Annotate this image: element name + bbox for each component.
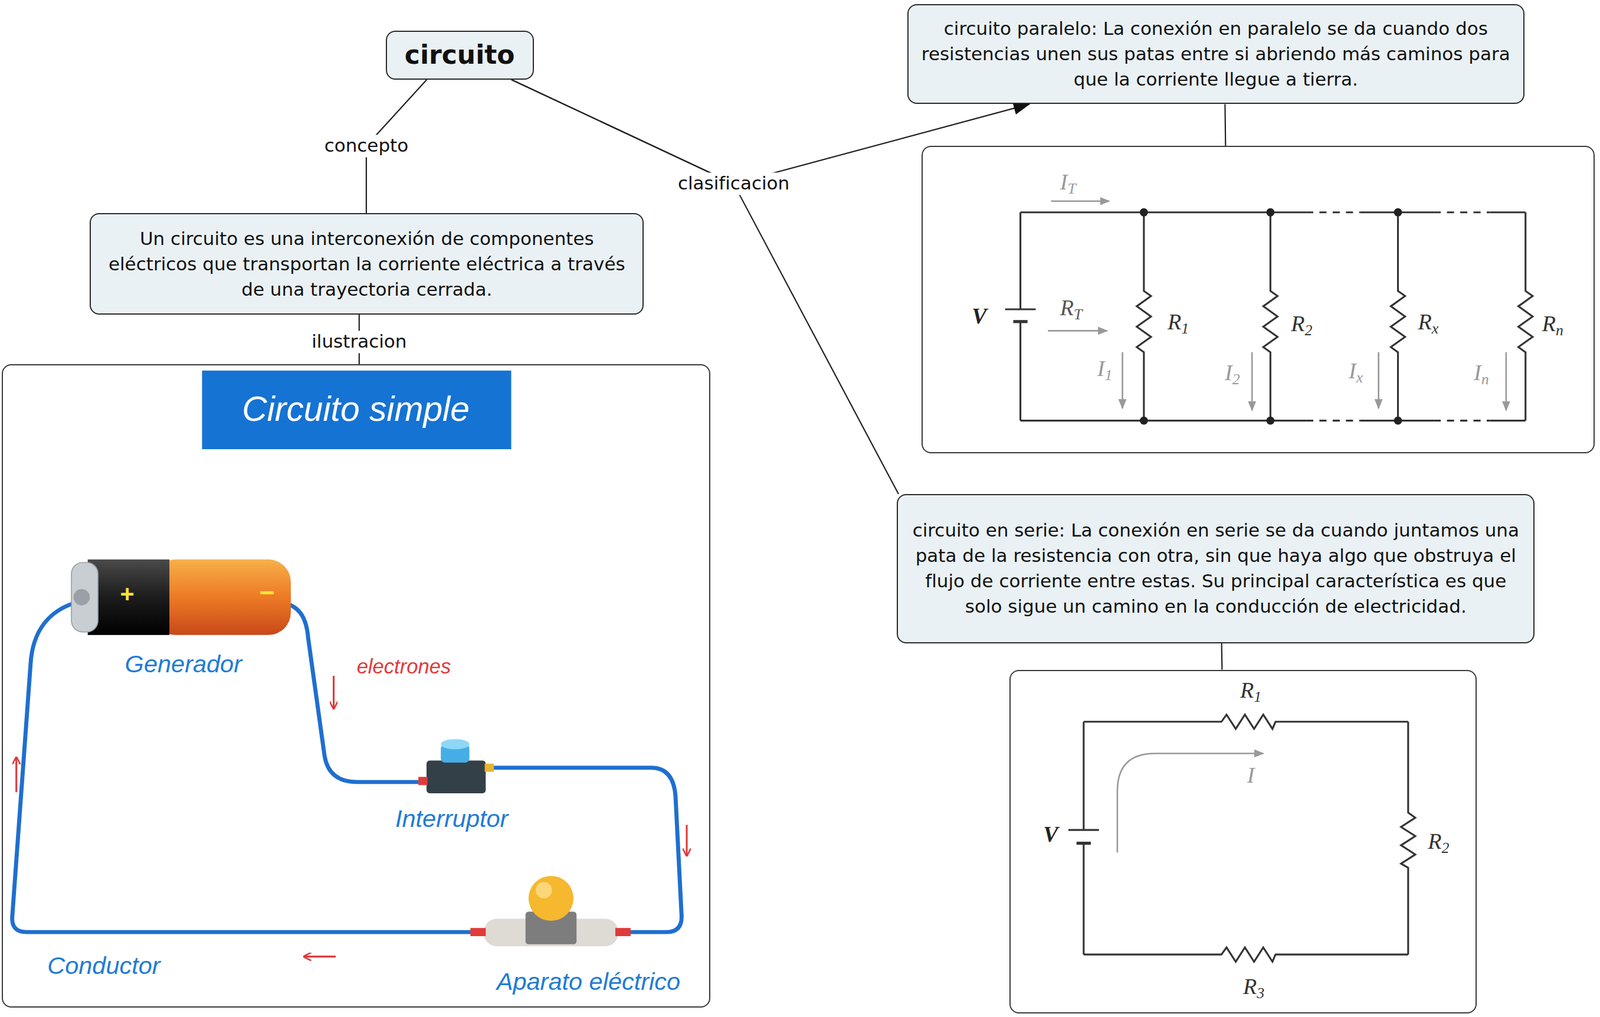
concept-text: circuito paralelo: La conexión en parale… [919, 15, 1513, 93]
wire [1019, 212, 1022, 421]
circuit-label: R3 [1243, 974, 1265, 1002]
current-arrows [1047, 201, 1507, 411]
current-arrow [1117, 752, 1264, 852]
subscript: 1 [1104, 366, 1113, 384]
title-banner [201, 370, 511, 449]
subscript: 3 [1256, 983, 1265, 1001]
switch-tip [418, 776, 428, 785]
linking-phrase: ilustracion [307, 330, 411, 353]
subscript: T [1073, 305, 1083, 323]
classification-box: circuito en serie: La conexión en serie … [896, 493, 1535, 644]
conductor-wire [12, 601, 480, 932]
junction-dots [1139, 208, 1403, 425]
circuit-label: Ix [1348, 358, 1363, 386]
circuit-label: Rn [1542, 311, 1564, 339]
flow-arrow [332, 675, 335, 708]
battery-cap [71, 562, 98, 632]
battery-plate [1012, 319, 1028, 323]
flow-arrow [685, 824, 688, 855]
resistor-symbol [1390, 212, 1405, 421]
resistor-symbol [1401, 721, 1416, 954]
switch-button-top [440, 738, 470, 749]
root-concept: circuito [385, 30, 534, 80]
subscript: 2 [1305, 321, 1313, 339]
part-label: Circuito simple [241, 389, 470, 429]
switch-tip [484, 763, 495, 772]
bulb-tip [470, 927, 486, 936]
series-circuit [1068, 714, 1416, 962]
part-label: + [120, 579, 135, 608]
flow-arrow [15, 756, 18, 792]
circuit-label: IT [1060, 169, 1077, 198]
subscript: x [1356, 368, 1363, 386]
switch-body [426, 760, 486, 793]
circuit-label: R2 [1290, 311, 1313, 339]
subscript: n [1555, 321, 1564, 339]
flow-arrow [303, 955, 336, 957]
connector [1221, 643, 1224, 670]
resistor-symbol [1083, 946, 1409, 962]
parallel-circuit-panel: IT V RT R1 R2 Rx RnI1 I2 Ix In [921, 145, 1596, 454]
series-circuit-panel: R1I V R2R3 [1009, 669, 1477, 1014]
connector [1224, 103, 1226, 146]
bulb-tip [615, 927, 631, 936]
circuit-label: R1 [1240, 677, 1262, 706]
linking-phrase: clasificacion [674, 172, 793, 195]
classification-box: circuito paralelo: La conexión en parale… [907, 4, 1525, 105]
subscript: 2 [1441, 838, 1449, 857]
concept-box: Un circuito es una interconexión de comp… [89, 212, 644, 314]
circuit-label: V [971, 303, 987, 329]
linking-phrase: concepto [320, 135, 413, 157]
subscript: T [1067, 179, 1077, 197]
part-label: electrones [356, 654, 452, 678]
circuit-label: I1 [1097, 356, 1113, 384]
simple-circuit [12, 370, 687, 957]
conductor-wire [485, 767, 682, 932]
wire [1082, 721, 1085, 954]
battery-body [152, 559, 291, 635]
circuit-label: I2 [1224, 360, 1241, 388]
battery-plate [1068, 828, 1100, 831]
parallel-circuit [1005, 201, 1533, 425]
part-label: Generador [125, 650, 242, 678]
subscript: n [1481, 370, 1490, 388]
illustration-panel: Circuito simple + − Generador electronesInte… [1, 364, 710, 1008]
circuit-label: In [1473, 360, 1490, 388]
battery-plate [1005, 308, 1036, 311]
resistor-symbol [1136, 212, 1152, 421]
concept-text: Un circuito es una interconexión de comp… [101, 225, 632, 303]
subscript: 1 [1253, 687, 1262, 706]
concept-text: circuito en serie: La conexión en serie … [908, 517, 1523, 619]
root-title: circuito [400, 38, 520, 72]
battery-terminal [73, 588, 91, 606]
resistor-symbol [1518, 212, 1533, 421]
circuit-label: R1 [1167, 309, 1189, 337]
circuit-label: I [1247, 762, 1255, 788]
part-label: Conductor [47, 951, 160, 979]
part-label: Aparato eléctrico [496, 968, 681, 996]
part-label: − [259, 578, 275, 608]
bulb-globe [528, 875, 574, 921]
part-label: Interruptor [395, 804, 508, 832]
bulb-highlight [535, 881, 553, 898]
resistor-symbol [1083, 714, 1409, 729]
conductor-wire [288, 604, 426, 782]
circuit-label: R2 [1427, 828, 1449, 857]
circuit-label: V [1043, 821, 1058, 847]
circuit-label: Rx [1418, 309, 1439, 337]
circuit-label: RT [1060, 295, 1083, 323]
subscript: 1 [1181, 319, 1189, 337]
resistor-symbol [1263, 212, 1278, 421]
battery-plate [1076, 841, 1091, 845]
subscript: 2 [1232, 370, 1241, 388]
subscript: x [1431, 319, 1439, 337]
battery-band [87, 559, 170, 635]
